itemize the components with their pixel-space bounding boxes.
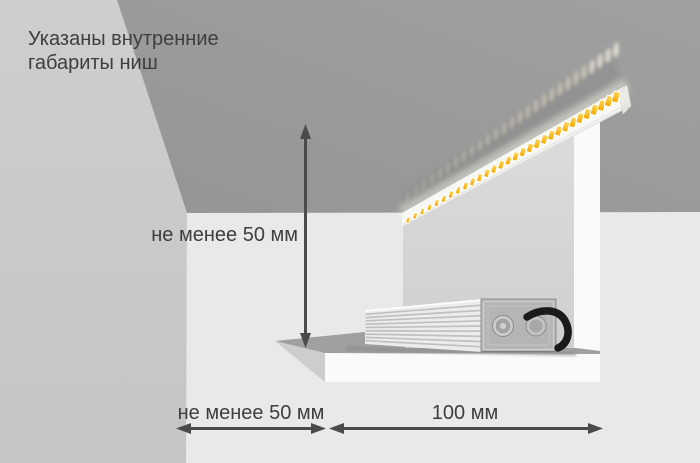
led-chip [426, 203, 433, 212]
led-glow-row [406, 42, 619, 202]
driver-plate-bevel [482, 300, 555, 351]
driver-fin-line [365, 325, 482, 329]
led-glow-spot [549, 88, 555, 102]
led-glow-spot [430, 173, 434, 185]
led-glow-spot [446, 162, 450, 174]
led-chip [440, 194, 448, 203]
led-glow-spot [509, 116, 515, 130]
led-chip [547, 129, 556, 141]
led-glow-spot [517, 110, 523, 124]
niche-wall-edge [574, 109, 600, 382]
driver-shadow [346, 346, 576, 356]
led-glow-spot [565, 76, 571, 91]
niche-back-wall [403, 120, 574, 356]
led-chip [412, 211, 419, 220]
led-chip [461, 181, 469, 191]
left-wall [0, 0, 187, 463]
led-chip [568, 116, 578, 129]
driver-fin-line [365, 333, 482, 338]
led-chip [511, 151, 520, 162]
driver-body-highlight [364, 299, 483, 312]
driver-fin-line [365, 319, 482, 326]
led-glow-spot [541, 93, 547, 108]
driver-fin-line [365, 309, 482, 319]
led-chip [518, 146, 527, 158]
led-chip [433, 198, 440, 208]
led-glow-spot [493, 127, 499, 141]
led-glow-spot [613, 42, 619, 58]
led-glow-spot [581, 65, 587, 80]
shelf-front-face [325, 352, 600, 382]
led-chip [490, 164, 498, 174]
led-glow-spot [485, 133, 491, 147]
depth-dimension-label: 100 мм [431, 402, 499, 424]
led-chip [596, 99, 607, 112]
driver-fins [365, 304, 482, 348]
driver-connector-right [525, 315, 547, 337]
vertical-dimension-arrow [300, 124, 311, 348]
shelf-bevel [275, 341, 325, 382]
led-glow-spot [453, 156, 459, 169]
diagram-note: Указаны внутренние габариты ниш [28, 28, 219, 75]
led-chip [540, 133, 549, 145]
depth-dimension-arrow [329, 423, 603, 434]
led-chip [469, 177, 477, 187]
led-chip [454, 185, 462, 195]
led-chip [561, 120, 571, 133]
led-glow-spot [501, 122, 507, 136]
led-chip [497, 159, 506, 170]
led-glow-spot [573, 70, 579, 86]
led-glow-spot [589, 59, 595, 75]
led-chip [525, 142, 535, 154]
driver-fin-line [365, 336, 482, 343]
driver-fin-line [365, 304, 482, 316]
led-glow-spot [461, 150, 467, 163]
led-glow-spot [414, 184, 418, 196]
led-chip [603, 94, 614, 108]
led-chip [554, 125, 564, 137]
led-glow-spot [406, 190, 410, 202]
led-chip [611, 90, 621, 104]
led-glow-spot [469, 144, 475, 158]
led-glow-spot [477, 139, 483, 152]
driver-plate-frame [487, 305, 550, 346]
led-glow-spot [438, 167, 442, 180]
led-chip [405, 216, 411, 224]
led-glow-spot [605, 48, 611, 64]
led-glow-spot [597, 53, 603, 69]
led-chip [419, 207, 426, 216]
led-chip [582, 107, 593, 121]
led-glow-spot [525, 105, 531, 119]
ceiling-shadow-band [404, 55, 620, 208]
led-chip [476, 172, 484, 183]
setback-dimension-label: не менее 50 мм [177, 402, 325, 424]
driver-fin-line [365, 339, 482, 348]
height-dimension-label: не менее 50 мм [151, 224, 298, 246]
led-glow-spot [557, 82, 563, 97]
led-glow-spot [533, 99, 539, 113]
driver-connector-left [492, 315, 514, 337]
led-chip [575, 112, 585, 125]
diagram-note-line1: Указаны внутренние [28, 28, 219, 50]
diagram-note-line2: габариты ниш [28, 51, 158, 74]
led-chip-row [405, 90, 621, 224]
led-chip [504, 155, 513, 166]
setback-dimension-arrow [176, 423, 326, 434]
led-chip [483, 168, 491, 179]
led-chip [447, 190, 455, 199]
power-cable [523, 307, 572, 352]
driver-fin-line [365, 314, 482, 322]
led-chip [589, 103, 600, 116]
led-chip [532, 138, 542, 150]
led-glow-spot [422, 179, 426, 191]
